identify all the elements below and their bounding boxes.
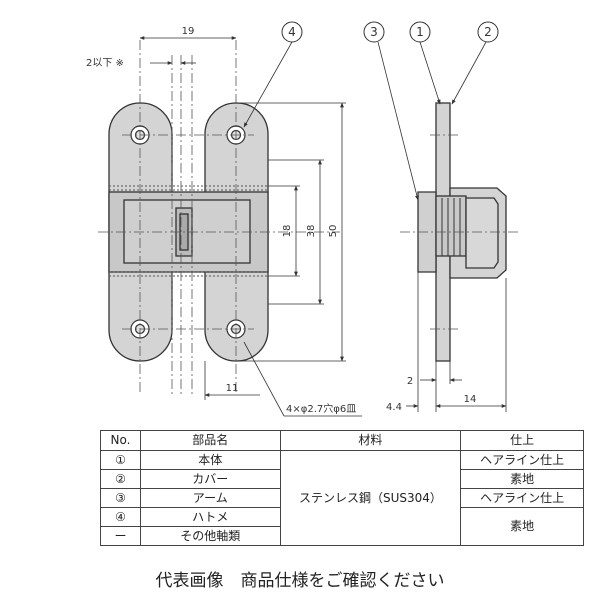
dim-11: 11 [226,383,239,394]
callout-4: 4 [281,21,303,43]
svg-text:3: 3 [370,25,378,39]
header-finish: 仕上 [460,430,584,451]
svg-text:2: 2 [484,25,492,39]
header-part-name: 部品名 [139,430,281,451]
row-no: ② [100,469,141,489]
svg-text:4: 4 [288,25,296,39]
row-finish-merged: 素地 [460,507,584,546]
dim-38: 38 [306,225,317,238]
material-cell: ステンレス鋼（SUS304） [279,450,462,546]
header-material: 材料 [279,430,462,451]
table-row: ④ ハトメ 素地 [100,507,584,546]
row-no: ③ [100,488,141,508]
dim-2: 2 [407,376,413,387]
table-header-row: No. 部品名 材料 仕上 [100,430,584,451]
dim-14: 14 [464,394,477,405]
table-row: ③ アーム ヘアライン仕上 [100,488,584,508]
dim-50: 50 [328,225,339,238]
row-no: ① [100,450,141,470]
svg-text:1: 1 [416,25,424,39]
row-name: アーム [139,488,281,508]
table-row: ① 本体 ステンレス鋼（SUS304） ヘアライン仕上 [100,450,584,546]
row-no: ー [100,526,141,546]
callout-2: 2 [477,21,499,43]
dim-18: 18 [282,225,293,238]
row-finish: ヘアライン仕上 [460,488,584,508]
callout-1: 1 [409,21,431,43]
row-name: カバー [139,469,281,489]
hinge-drawing: 4 3 1 2 19 2以下 ※ 18 38 50 11 4×φ2.7穴φ6皿 … [86,21,520,417]
row-no: ④ [100,507,141,527]
row-name: ハトメ [139,507,281,527]
row-name: 本体 [139,450,281,470]
dim-4-4: 4.4 [386,402,402,413]
row-finish: 素地 [460,469,584,489]
parts-table: No. 部品名 材料 仕上 ① 本体 ステンレス鋼（SUS304） ヘアライン仕… [100,430,584,546]
row-name: その他軸類 [139,526,281,546]
hole-note: 4×φ2.7穴φ6皿 [286,402,356,415]
table-row: ー その他軸類 [100,526,584,546]
dim-2-or-less: 2以下 ※ [86,58,124,69]
callout-3: 3 [363,21,385,43]
table-row: ② カバー 素地 [100,469,584,489]
header-no: No. [100,430,141,451]
dim-19: 19 [182,26,195,37]
row-finish: ヘアライン仕上 [460,450,584,470]
footer-note: 代表画像 商品仕様をご確認ください [155,571,445,591]
side-view [417,102,507,362]
